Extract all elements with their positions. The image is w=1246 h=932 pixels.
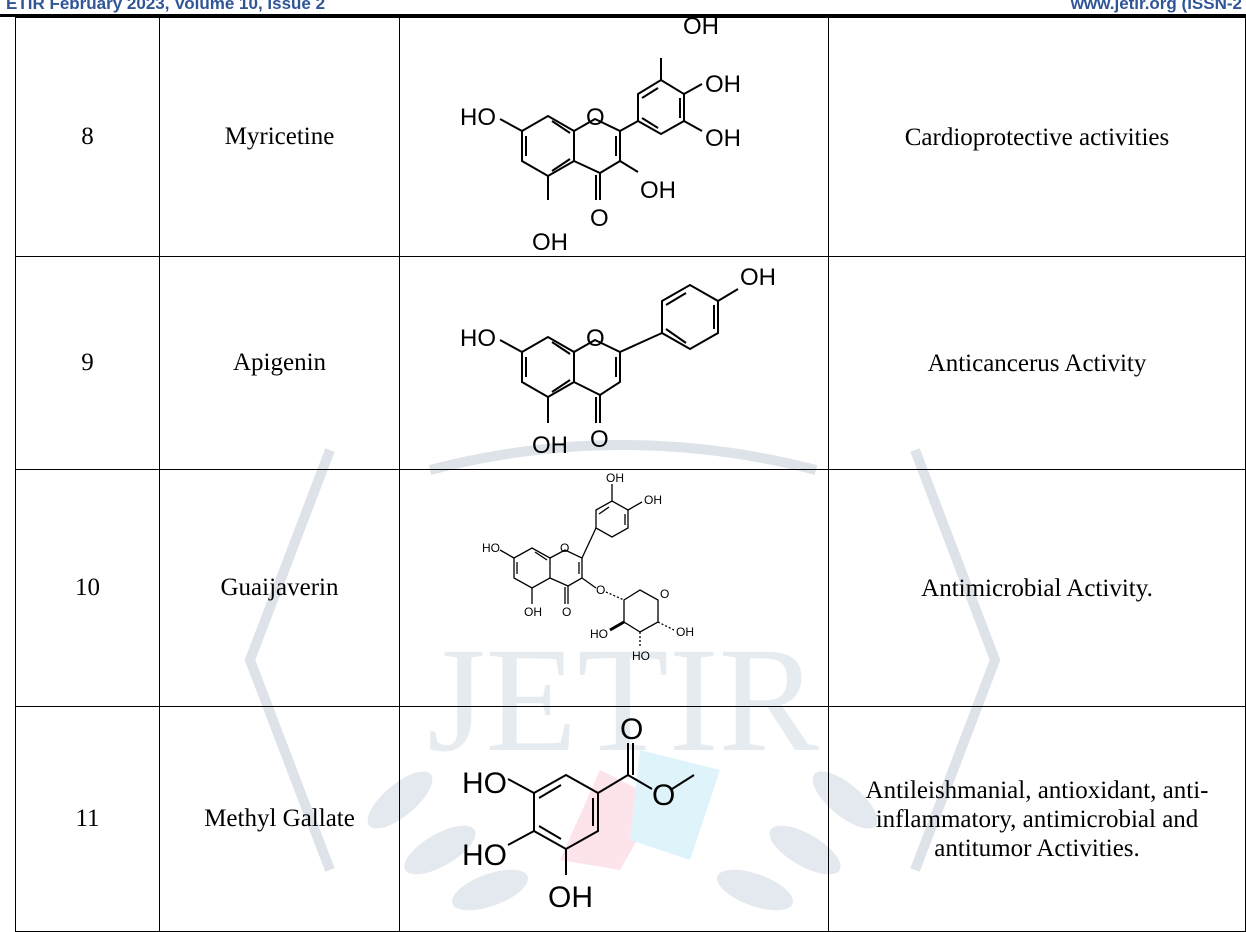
label-ho-left: HO bbox=[482, 541, 500, 555]
label-keto-o: O bbox=[590, 426, 609, 453]
label-oh-top: OH bbox=[683, 18, 719, 40]
label-oh-c5: OH bbox=[532, 229, 568, 256]
label-ho-left: HO bbox=[460, 325, 496, 352]
activity-text: Anticancerus Activity bbox=[828, 256, 1246, 470]
structure-myricetin: OH OH OH HO O OH OH O bbox=[399, 17, 830, 257]
compound-name: Apigenin bbox=[159, 256, 401, 470]
compound-name: Myricetine bbox=[159, 17, 401, 257]
row-number: 10 bbox=[14, 469, 161, 707]
label-keto-o: O bbox=[590, 205, 609, 232]
label-sugar-o: O bbox=[660, 587, 669, 601]
myricetin-structure-image: OH OH OH HO O OH OH O bbox=[460, 18, 741, 256]
label-oh-s2: OH bbox=[676, 625, 694, 639]
label-ring-o: O bbox=[560, 541, 569, 555]
label-oh-c3: OH bbox=[640, 177, 676, 204]
activity-text: Antileishmanial, antioxidant, anti-infla… bbox=[828, 706, 1246, 932]
label-oh-c5: OH bbox=[532, 432, 568, 459]
label-carbonyl-o: O bbox=[620, 713, 643, 746]
label-ester-o: O bbox=[652, 779, 675, 812]
label-oh-para: OH bbox=[740, 264, 776, 291]
label-ho-s1: HO bbox=[590, 627, 608, 641]
label-oh-c5: OH bbox=[524, 605, 542, 619]
header-rule bbox=[0, 14, 1246, 17]
label-oh-right1: OH bbox=[705, 71, 741, 98]
label-oh1: OH bbox=[606, 471, 624, 485]
label-oh-right2: OH bbox=[705, 125, 741, 152]
row-number: 9 bbox=[14, 256, 161, 470]
header-issue: ETIR February 2023, Volume 10, Issue 2 bbox=[6, 0, 326, 13]
journal-header: ETIR February 2023, Volume 10, Issue 2 w… bbox=[0, 0, 1246, 14]
row-number: 8 bbox=[14, 17, 161, 257]
label-ring-o: O bbox=[586, 325, 605, 352]
activity-text: Antimicrobial Activity. bbox=[828, 469, 1246, 707]
label-ring-o: O bbox=[586, 104, 605, 131]
compound-table: 8 Myricetine bbox=[14, 17, 1246, 932]
structure-guaijaverin: OH OH HO O O O OH O HO OH HO bbox=[399, 469, 830, 707]
compound-name: Guaijaverin bbox=[159, 469, 401, 707]
table-row: 8 Myricetine bbox=[14, 17, 1246, 257]
label-ho-s3: HO bbox=[632, 649, 650, 663]
row-number: 11 bbox=[14, 706, 161, 932]
label-ho-2: HO bbox=[462, 839, 507, 872]
table-row: 11 Methyl Gallate bbox=[14, 706, 1246, 932]
label-link-o: O bbox=[596, 583, 605, 597]
table-row: 10 Guaijaverin bbox=[14, 469, 1246, 707]
label-oh-3: OH bbox=[548, 881, 593, 914]
label-oh2: OH bbox=[644, 493, 662, 507]
activity-text: Cardioprotective activities bbox=[828, 17, 1246, 257]
compound-name: Methyl Gallate bbox=[159, 706, 401, 932]
table-row: 9 Apigenin bbox=[14, 256, 1246, 470]
header-site: www.jetir.org (ISSN-2 bbox=[1070, 0, 1242, 13]
structure-methyl-gallate: O O HO HO OH bbox=[399, 706, 830, 932]
label-ho-left: HO bbox=[460, 104, 496, 131]
label-ho-1: HO bbox=[462, 767, 507, 800]
apigenin-structure-image: OH HO O OH O bbox=[460, 264, 776, 459]
label-keto-o: O bbox=[562, 605, 571, 619]
guaijaverin-structure-image: OH OH HO O O O OH O HO OH HO bbox=[482, 471, 694, 663]
structure-apigenin: OH HO O OH O bbox=[399, 256, 830, 470]
methyl-gallate-structure-image: O O HO HO OH bbox=[462, 713, 695, 914]
